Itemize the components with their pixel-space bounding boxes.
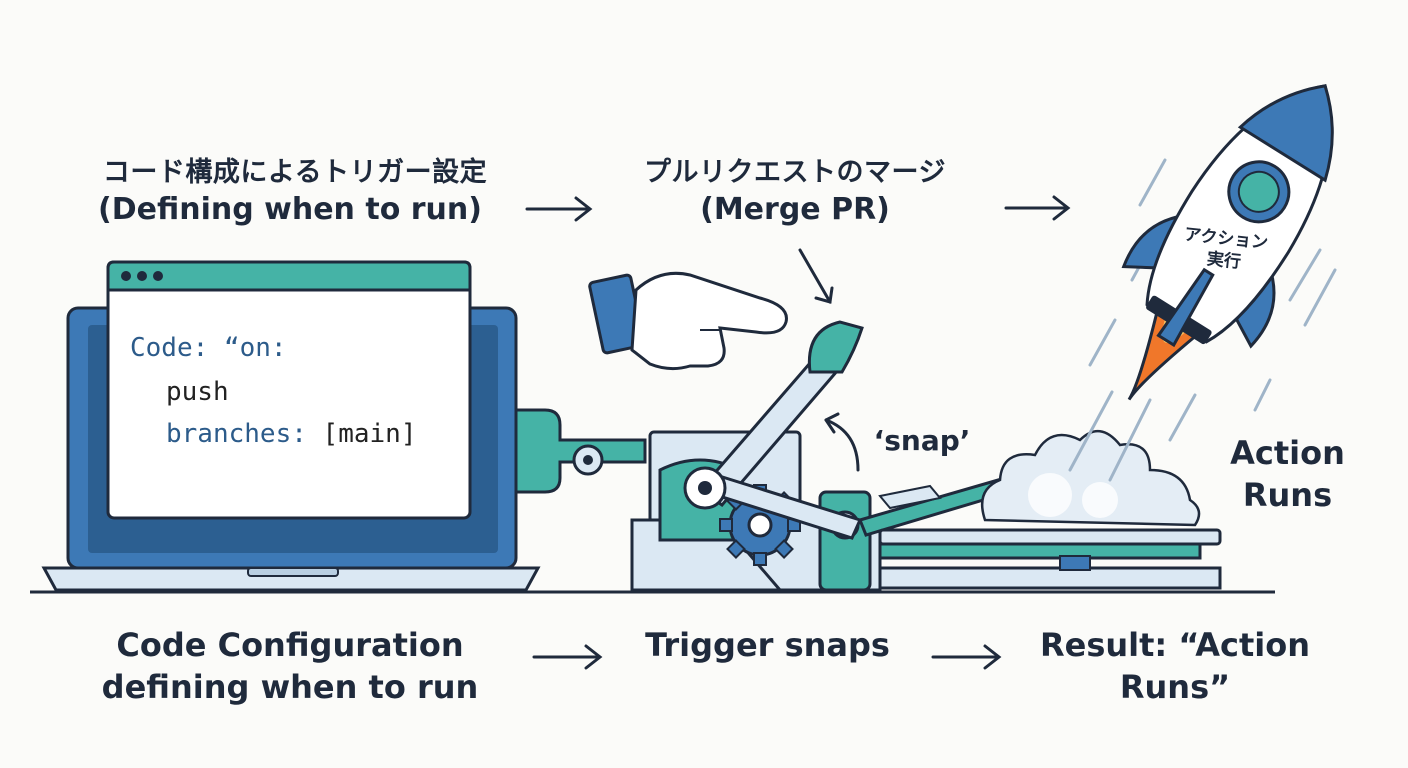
code-line-2: push: [166, 377, 229, 407]
code-key-branches: branches:: [166, 419, 307, 449]
bottom-step1-line1: Code Configuration: [116, 626, 464, 664]
snap-label: ‘snap’: [873, 424, 971, 457]
step1-en-label: (Defining when to run): [98, 192, 482, 227]
code-line-3: branches: [main]: [166, 412, 416, 456]
bottom-step2-label: Trigger snaps: [645, 626, 890, 664]
motion-lines: [1068, 158, 1337, 482]
bottom-step3-line1: Result: “Action: [1039, 626, 1311, 664]
code-line-1: Code: “on:: [130, 326, 287, 370]
step1-jp-label: コード構成によるトリガー設定: [102, 157, 488, 188]
bottom-step3-line2: Runs”: [1119, 668, 1231, 706]
pointing-hand-icon: [588, 271, 788, 371]
trigger-machine: [630, 320, 1222, 592]
bottom-arrow-2: [931, 644, 1002, 670]
code-window: [106, 260, 472, 520]
top-arrow-2: [1004, 195, 1071, 221]
rocket-icon: [1121, 84, 1334, 401]
bottom-step3-label: Result: “Action Runs”: [1025, 624, 1325, 708]
action-runs-line2: Runs: [1242, 476, 1333, 514]
code-key-on: Code:: [130, 333, 209, 363]
merge-arrow-icon: [798, 248, 834, 304]
step2-jp-label: プルリクエストのマージ: [644, 157, 946, 188]
bottom-step1-line2: defining when to run: [101, 668, 479, 706]
code-val-on: “on:: [223, 333, 287, 363]
snap-arrow-icon: [824, 412, 860, 472]
bottom-step1-label: Code Configuration defining when to run: [95, 624, 485, 708]
code-val-branches: [main]: [322, 419, 417, 449]
bottom-arrow-1: [532, 644, 603, 670]
top-arrow-1: [525, 196, 593, 222]
step2-en-label: (Merge PR): [700, 192, 890, 227]
action-runs-label: Action Runs: [1215, 432, 1360, 516]
connector-arm: [514, 408, 647, 494]
action-runs-line1: Action: [1230, 434, 1345, 472]
